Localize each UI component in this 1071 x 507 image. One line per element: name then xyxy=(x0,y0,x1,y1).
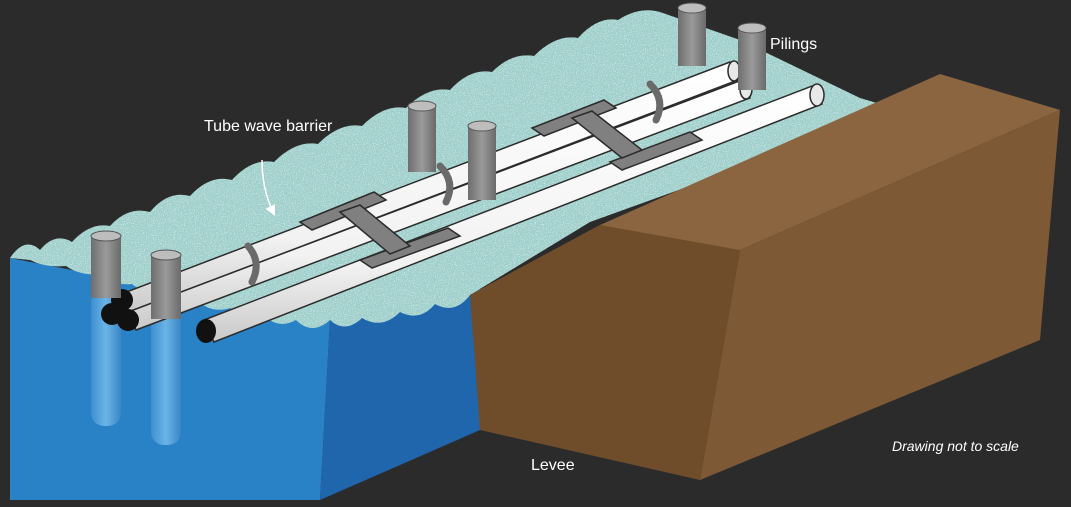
h-connector-right xyxy=(530,99,704,171)
tube-wave-barrier-label: Tube wave barrier xyxy=(204,118,333,135)
piling-mid-left xyxy=(407,100,437,172)
levee-side-face xyxy=(700,110,1060,480)
water-side-face xyxy=(320,275,480,500)
piling-back-right xyxy=(737,22,767,90)
submerged-piling-right xyxy=(151,305,181,445)
piling-back-left xyxy=(677,2,707,66)
arrow-icon xyxy=(261,159,275,216)
h-connector-left xyxy=(298,191,462,269)
piling-front-left xyxy=(90,230,122,298)
pilings-label: Pilings xyxy=(770,36,818,53)
scale-note: Drawing not to scale xyxy=(892,438,1019,454)
levee-front-face xyxy=(470,225,740,480)
piling-mid-right xyxy=(467,120,497,200)
tube-straps xyxy=(244,80,664,286)
piling-front-right xyxy=(150,249,182,319)
levee-label: Levee xyxy=(531,457,575,474)
